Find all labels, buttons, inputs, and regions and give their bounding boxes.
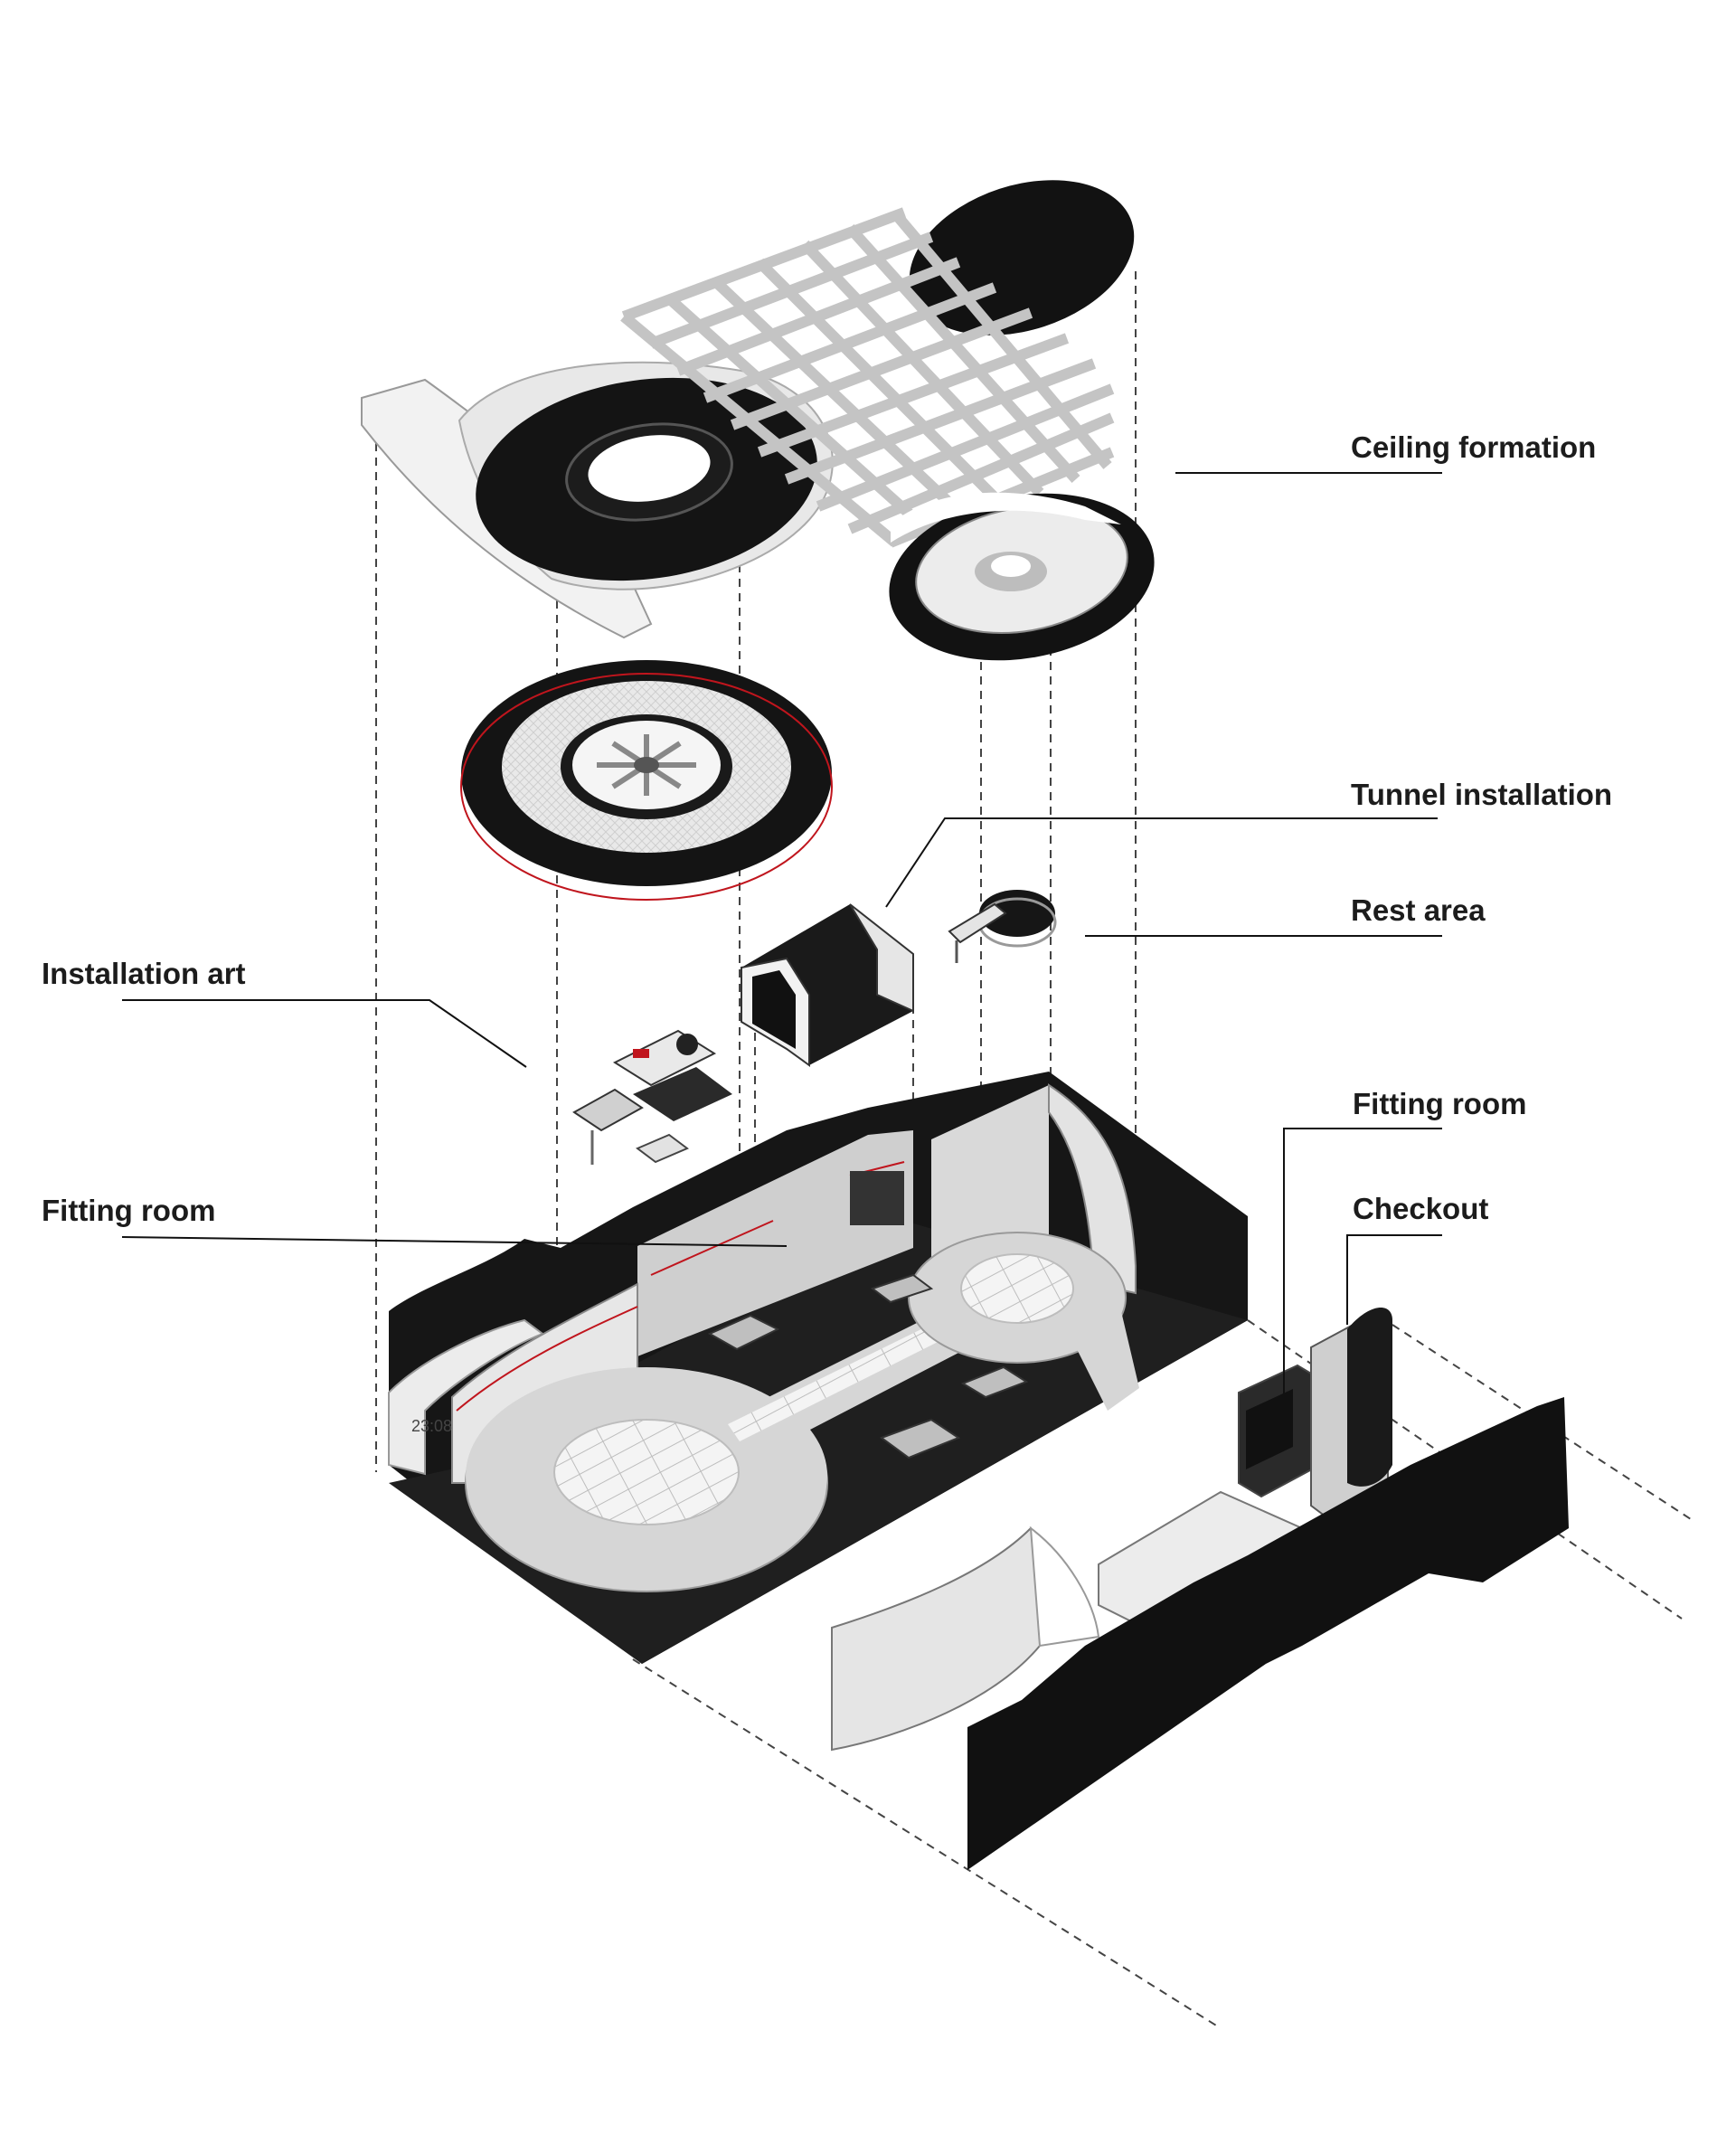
tunnel-installation <box>741 903 914 1067</box>
rest-area-ceiling-ring <box>889 492 1155 661</box>
exploded-wall-pieces <box>831 1308 1569 1870</box>
ceiling-formation <box>361 180 1135 639</box>
main-store-floor: 23:08 <box>388 1072 1248 1664</box>
rest-area <box>948 890 1057 963</box>
label-fitting-room-left: Fitting room <box>42 1194 216 1227</box>
label-rest-area: Rest area <box>1351 893 1486 927</box>
label-checkout: Checkout <box>1353 1192 1489 1225</box>
label-fitting-room-right: Fitting room <box>1353 1087 1527 1120</box>
circular-floor-disk <box>460 660 833 901</box>
label-leader-lines <box>121 472 1442 1418</box>
label-ceiling-formation: Ceiling formation <box>1351 430 1597 464</box>
installation-art <box>572 1029 732 1165</box>
label-installation-art: Installation art <box>42 957 246 990</box>
ceiling-grid <box>620 207 1115 548</box>
store-sign: 23:08 <box>411 1417 452 1435</box>
label-tunnel-installation: Tunnel installation <box>1351 778 1613 811</box>
